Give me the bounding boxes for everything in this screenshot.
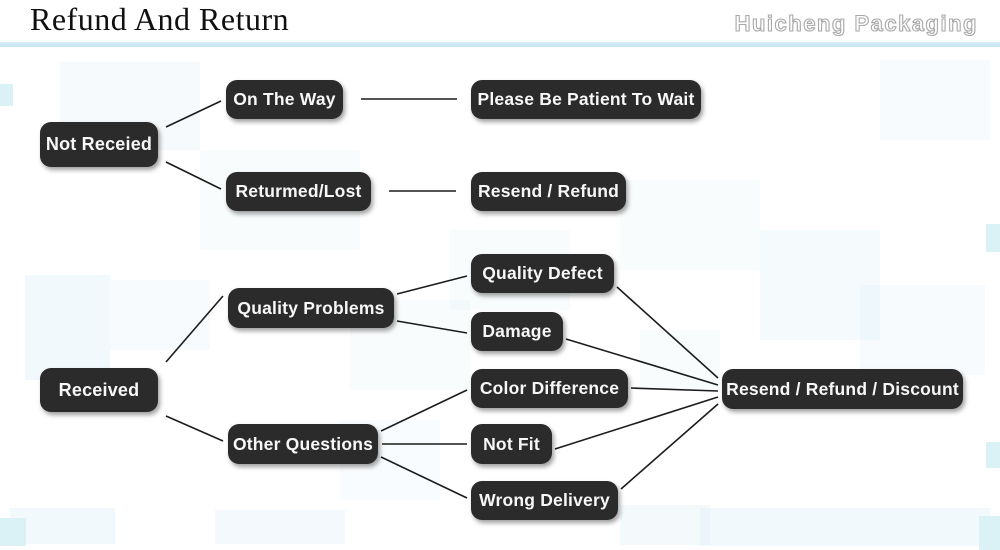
node-not-received: Not Receied — [40, 122, 158, 167]
node-please-be-patient: Please Be Patient To Wait — [471, 80, 701, 119]
node-resend-refund: Resend / Refund — [471, 172, 626, 211]
node-on-the-way: On The Way — [226, 80, 343, 119]
connector — [165, 161, 222, 190]
connector — [380, 389, 468, 432]
connector — [565, 338, 719, 386]
node-returned-lost: Returmed/Lost — [226, 172, 371, 211]
node-resend-refund-discount: Resend / Refund / Discount — [722, 369, 963, 409]
node-quality-defect: Quality Defect — [471, 254, 614, 293]
connector — [616, 286, 719, 379]
node-other-questions: Other Questions — [228, 424, 378, 464]
connector — [396, 275, 468, 295]
connector — [396, 320, 468, 334]
brand-watermark: Huicheng Packaging — [734, 10, 978, 36]
connector — [165, 295, 224, 363]
connector — [620, 403, 719, 490]
connector — [165, 100, 222, 128]
connector — [380, 456, 468, 499]
connector — [554, 396, 719, 450]
connector — [630, 387, 719, 392]
node-wrong-delivery: Wrong Delivery — [471, 481, 618, 520]
node-color-difference: Color Difference — [471, 369, 628, 408]
node-received: Received — [40, 368, 158, 412]
node-not-fit: Not Fit — [471, 424, 552, 464]
page-title: Refund And Return — [30, 1, 290, 37]
connector — [165, 415, 224, 442]
node-quality-problems: Quality Problems — [228, 288, 394, 328]
header-divider — [0, 42, 1000, 47]
node-damage: Damage — [471, 312, 563, 351]
